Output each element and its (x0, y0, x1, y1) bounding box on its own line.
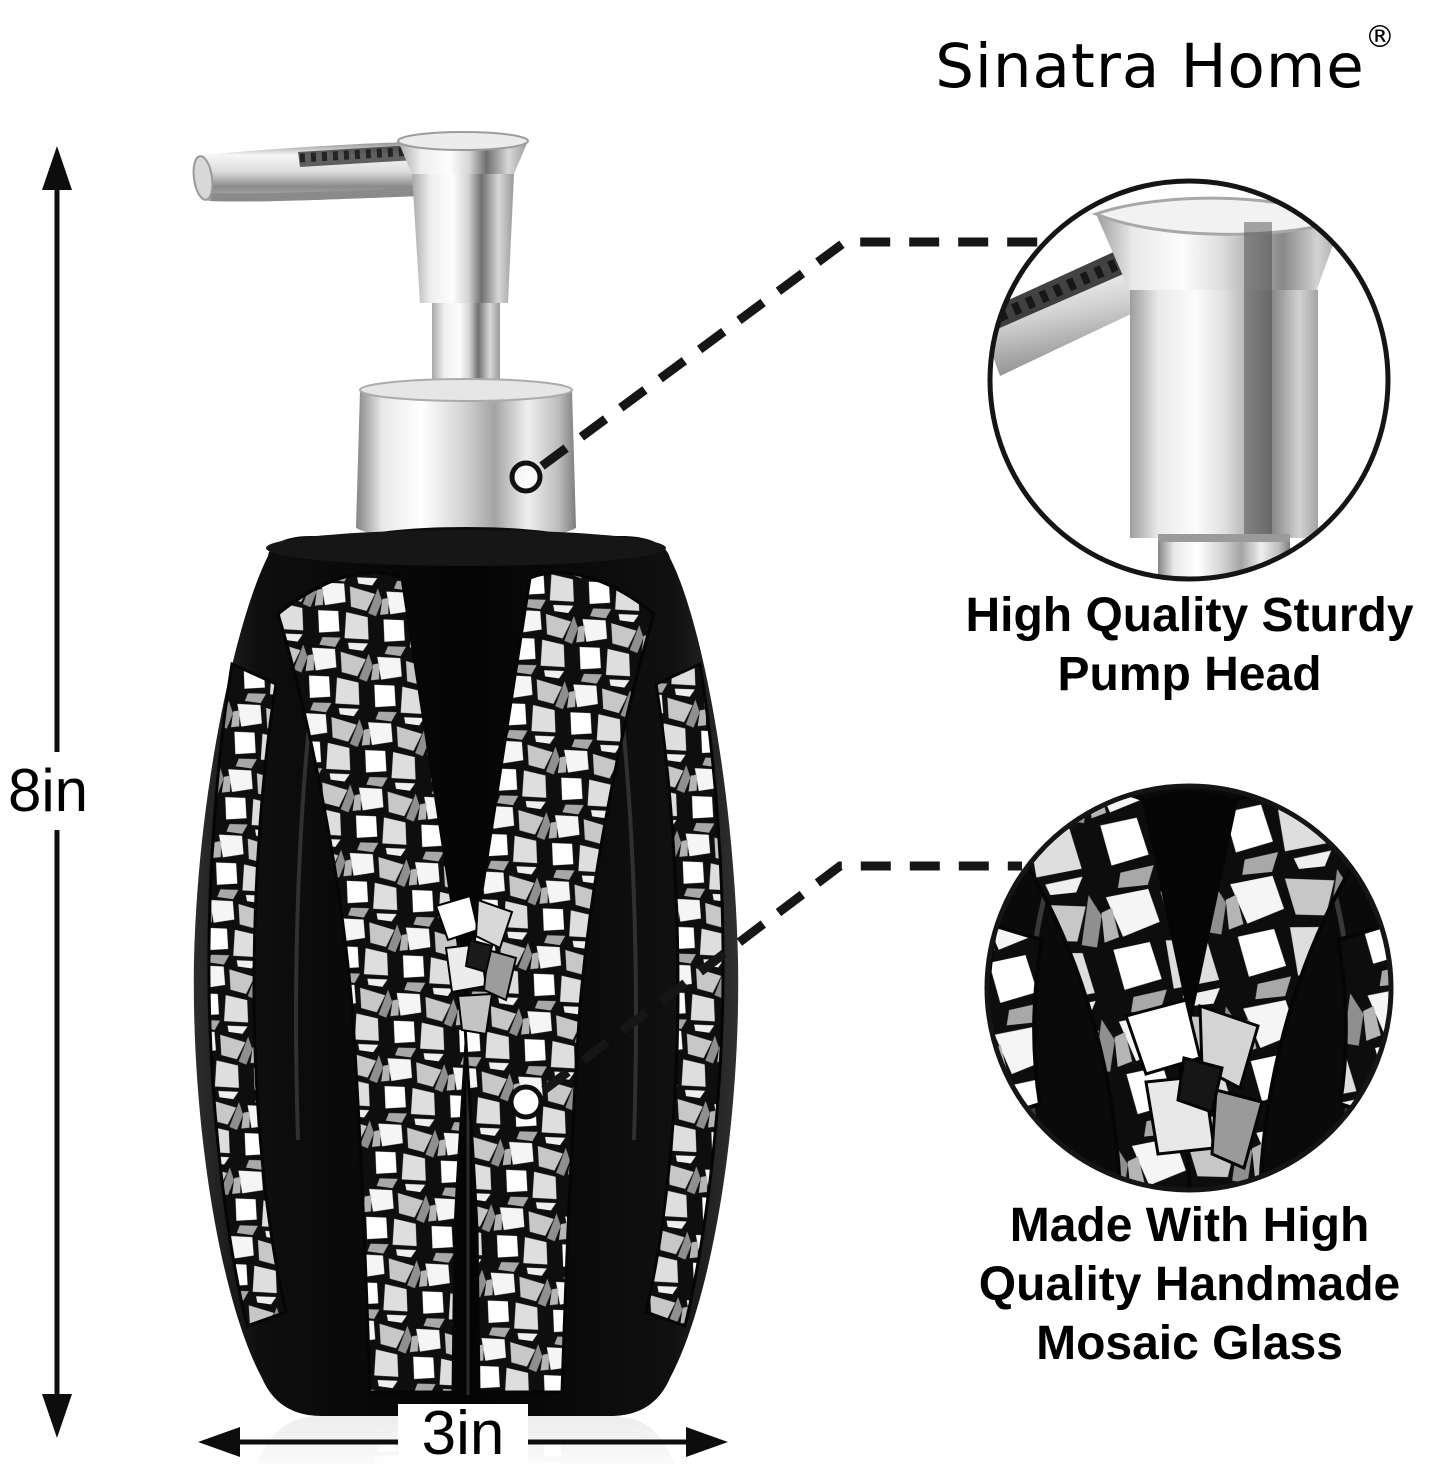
pump-stem (432, 303, 500, 388)
mosaic-floret (434, 894, 518, 1036)
arrow-down-icon (42, 1394, 72, 1438)
callout-circle-pump (987, 178, 1391, 582)
pump-anchor-marker (509, 460, 543, 494)
arrow-left-icon (198, 1427, 240, 1457)
registered-trademark-icon: ® (1364, 20, 1395, 55)
pump-spout (192, 142, 422, 202)
pump-head-caption: High Quality Sturdy Pump Head (937, 586, 1430, 704)
pump-caption-line2: Pump Head (1057, 648, 1322, 701)
mosaic-caption-line1: Made With High (1009, 1199, 1370, 1252)
mosaic-floret-closeup (1124, 998, 1264, 1171)
height-dimension-label: 8in (7, 757, 89, 824)
callout-leaders (508, 237, 1042, 1120)
mosaic-caption-line3: Mosaic Glass (1036, 1317, 1343, 1370)
pump-leader-line (539, 237, 1042, 470)
mosaic-anchor-marker (508, 1084, 544, 1120)
mosaic-caption-line2: Quality Handmade (978, 1258, 1401, 1311)
pump-head (397, 131, 529, 303)
height-dimension-arrow (42, 146, 72, 1438)
soap-dispenser (192, 131, 739, 1416)
brand-name: Sinatra Home (935, 31, 1365, 102)
brand-title: Sinatra Home® (920, 20, 1410, 102)
mosaic-leader-line (541, 861, 1022, 1094)
arrow-up-icon (42, 146, 72, 190)
mosaic-glass-caption: Made With High Quality Handmade Mosaic G… (937, 1196, 1430, 1373)
mosaic-bands (207, 571, 725, 1394)
arrow-right-icon (686, 1427, 728, 1457)
callout-circle-mosaic (984, 783, 1394, 1193)
pump-caption-line1: High Quality Sturdy (965, 589, 1414, 642)
width-dimension-arrow (198, 1427, 728, 1457)
width-dimension-label: 3in (398, 1403, 528, 1464)
